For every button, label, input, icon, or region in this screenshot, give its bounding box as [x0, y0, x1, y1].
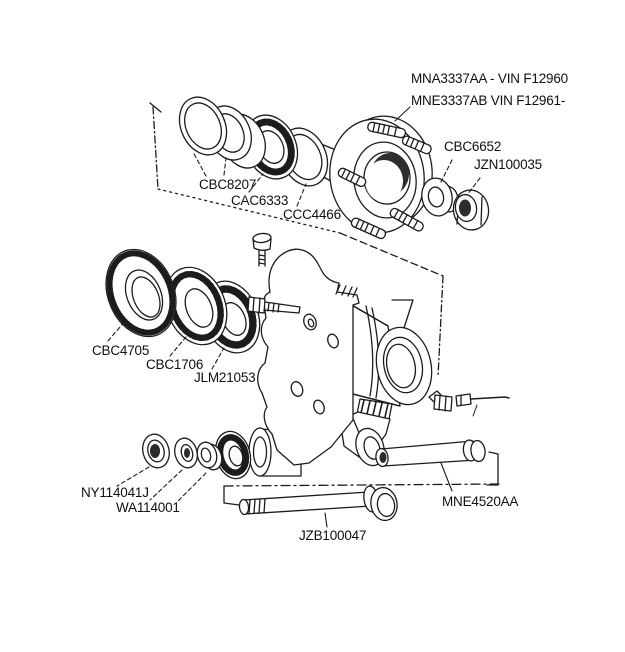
part-label-cbc8207: CBC8207: [199, 177, 257, 192]
fulcrum-shaft-mne4520aa: [375, 439, 499, 486]
hub-washer-cbc6652: [421, 177, 459, 217]
part-label-cbc4705: CBC4705: [92, 343, 150, 358]
construction-lines: [149, 102, 501, 487]
part-label-jlm21053: JLM21053: [194, 370, 256, 385]
part-label-mne4520aa: MNE4520AA: [442, 494, 519, 509]
part-label-ny114041j: NY114041J: [81, 485, 149, 500]
part-label-cbc6652: CBC6652: [444, 139, 502, 154]
part-label-cbc1706: CBC1706: [146, 357, 204, 372]
part-label-cac6333: CAC6333: [231, 193, 289, 208]
wheel-stud: [389, 207, 424, 232]
fulcrum-nut-ny114041j: [142, 433, 170, 469]
grease-fitting: [428, 390, 510, 417]
lower-arm: [339, 398, 393, 467]
inner-seal-cbc4705: [105, 248, 177, 338]
steering-knuckle: [247, 232, 433, 477]
part-label-mna3337aa: MNA3337AA - VIN F12960: [411, 71, 568, 86]
mounting-plate: [257, 248, 360, 466]
wheel-stud: [337, 167, 367, 188]
inner-bearing-cbc1706: [164, 266, 228, 346]
wheel-stud: [401, 135, 432, 155]
seal-ring: [196, 441, 223, 471]
part-label-ccc4466: CCC4466: [283, 207, 341, 222]
fulcrum-bolt-jzb100047: [223, 485, 398, 522]
part-label-mne3337ab: MNE3337AB VIN F12961-: [411, 93, 566, 108]
part-label-jzb100047: JZB100047: [299, 528, 367, 543]
hub-nut-jzn100035: [452, 189, 490, 231]
wheel-stud: [367, 121, 407, 139]
axle-boss: [342, 299, 433, 407]
top-bolt: [252, 232, 272, 267]
grease-seal-cbc8207: [178, 96, 228, 156]
wheel-stud: [350, 217, 387, 240]
part-label-wa114001: WA114001: [116, 500, 180, 515]
part-label-jzn100035: JZN100035: [474, 157, 542, 172]
leader-lines: [107, 106, 481, 528]
fulcrum-washer-wa114001: [174, 437, 198, 469]
side-bolt: [247, 296, 301, 314]
